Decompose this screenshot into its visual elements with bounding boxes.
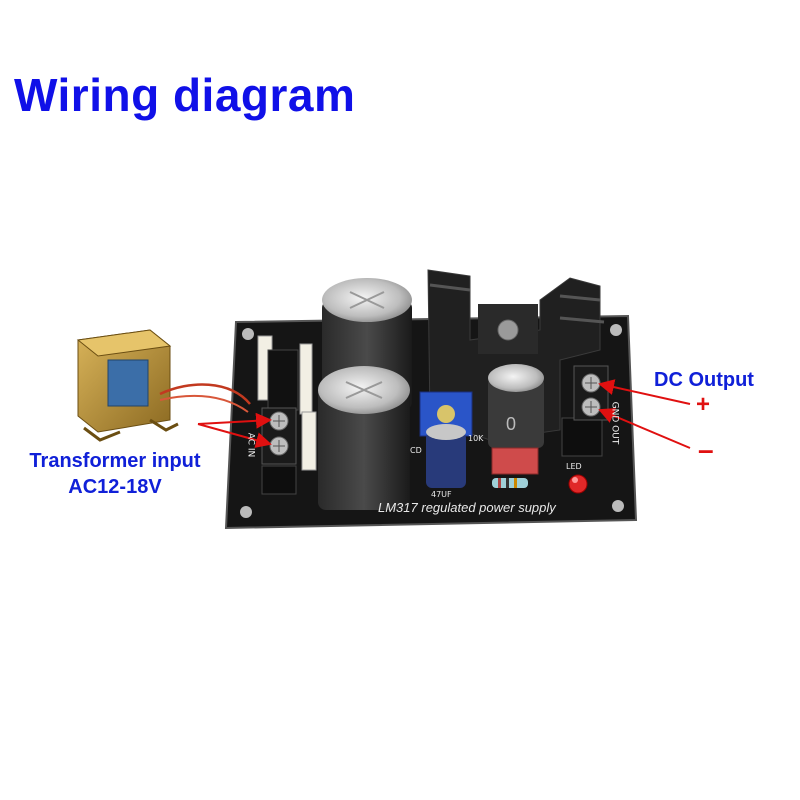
cap-value-label: 47UF (431, 490, 452, 499)
page-title: Wiring diagram (14, 69, 356, 121)
transformer-label-line1: Transformer input (29, 450, 201, 472)
output-block (561, 417, 603, 457)
transformer-label-line2: AC12-18V (68, 476, 162, 498)
svg-text:0: 0 (506, 414, 516, 434)
led-label: LED (566, 462, 582, 471)
output-arrows (598, 379, 691, 449)
filter-capacitor-2 (318, 366, 410, 510)
cd-label: CD (410, 446, 422, 455)
rectifier-diodes (257, 335, 317, 471)
input-arrows (197, 412, 272, 448)
transformer-wire-2 (159, 395, 249, 413)
resistor (492, 478, 528, 488)
film-capacitor (491, 447, 539, 475)
transformer (76, 329, 179, 442)
positive-sign: + (696, 391, 711, 418)
dc-output-label: DC Output (654, 369, 754, 391)
transformer-wire-1 (159, 383, 251, 405)
status-led (568, 474, 588, 494)
capacitor-47uf (426, 424, 466, 488)
k-label: 10K (468, 434, 484, 443)
output-capacitor: 0 (488, 364, 544, 448)
negative-sign: – (698, 434, 714, 465)
gnd-out-label: GND OUT (609, 401, 620, 445)
board-silkscreen-label: LM317 regulated power supply (378, 500, 556, 515)
ac-in-label: AC IN (245, 432, 256, 458)
transformer-input-label: Transformer input AC12-18V (12, 448, 218, 500)
